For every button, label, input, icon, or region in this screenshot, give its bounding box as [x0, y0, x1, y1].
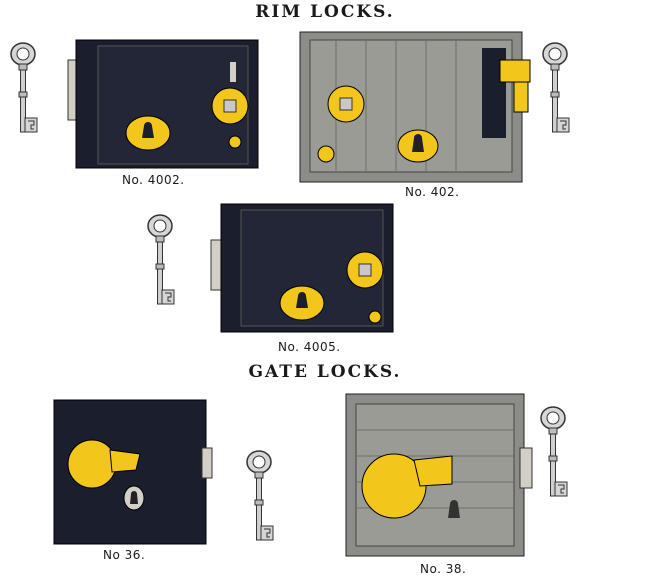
lock-number-36: No 36. [103, 548, 146, 562]
rim-lock-402-image [299, 31, 570, 183]
lock-number-4005: No. 4005. [278, 340, 341, 354]
gate-lock-36-image [53, 399, 274, 545]
rim-locks-heading: RIM LOCKS. [255, 2, 395, 22]
rim-lock-4005-image [147, 203, 394, 333]
rim-lock-4002-image [10, 39, 259, 169]
lock-number-402: No. 402. [405, 185, 460, 199]
gate-locks-heading: GATE LOCKS. [248, 362, 402, 382]
gate-lock-38-image [345, 393, 568, 557]
lock-number-4002: No. 4002. [122, 173, 185, 187]
lock-number-38: No. 38. [420, 562, 467, 576]
